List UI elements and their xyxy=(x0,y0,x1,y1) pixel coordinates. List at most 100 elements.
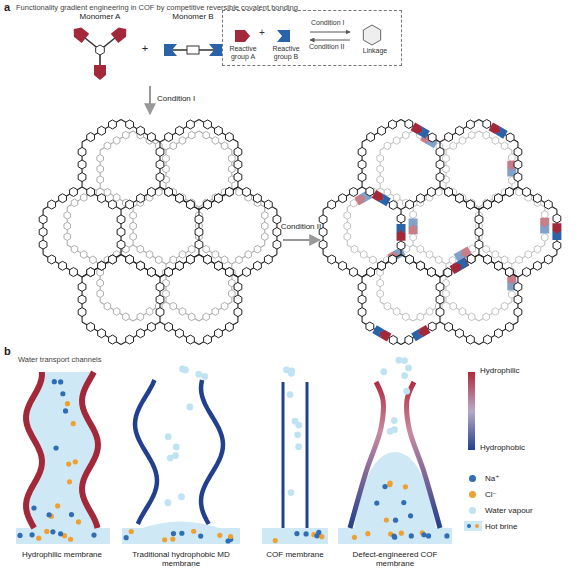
dashed-key-box: Reactive group A+Reactive group BConditi… xyxy=(222,10,402,66)
condition-label: Condition II xyxy=(309,43,344,51)
cof-ring xyxy=(445,322,453,331)
cof-ring xyxy=(444,268,452,277)
cof-ring xyxy=(234,173,242,182)
cof-ring xyxy=(163,155,170,163)
cof-ring xyxy=(350,268,358,277)
cof-ring xyxy=(137,245,144,253)
hydrophilicity-bar xyxy=(468,372,475,450)
cof-ring xyxy=(97,165,104,173)
water-vapour xyxy=(179,365,186,372)
sodium-ion xyxy=(63,408,68,413)
chloride-ion xyxy=(68,537,73,542)
cof-ring xyxy=(553,241,561,250)
cof-ring xyxy=(436,295,444,304)
cof-ring xyxy=(225,322,233,331)
defect-group-b xyxy=(397,224,406,234)
cof-ring xyxy=(351,245,358,253)
cof-linker xyxy=(160,255,199,278)
legend-text: Na⁺ xyxy=(485,474,499,483)
channels xyxy=(16,357,475,544)
cof-ring xyxy=(176,194,184,203)
cof-ring xyxy=(229,155,236,163)
cof-ring xyxy=(215,194,223,203)
equilibrium-arrow xyxy=(310,32,350,33)
cof-ring xyxy=(48,255,56,264)
defect-group-b xyxy=(456,258,469,271)
cof-linker xyxy=(387,201,401,209)
cof-ring xyxy=(70,187,78,196)
cof-ring xyxy=(389,255,397,264)
cof-ring xyxy=(483,313,490,321)
cof-ring xyxy=(405,336,413,345)
cof-ring xyxy=(187,255,195,264)
cof-ring xyxy=(98,329,106,338)
cof-ring xyxy=(484,200,492,209)
reactive-group-a xyxy=(235,30,250,42)
cof-ring xyxy=(170,256,177,264)
cof-ring xyxy=(98,194,106,203)
cof-linker xyxy=(67,245,100,264)
sodium-ion xyxy=(179,531,184,536)
cof-ring xyxy=(187,200,195,209)
water-vapour xyxy=(288,368,295,375)
sodium-ion xyxy=(225,538,230,543)
cof-ring xyxy=(514,282,522,291)
cof-linker xyxy=(426,134,440,142)
cof-ring xyxy=(525,251,532,259)
cof-ring xyxy=(417,194,425,203)
cof-ring xyxy=(410,211,417,219)
hot-brine xyxy=(338,528,452,544)
chloride-ion xyxy=(55,503,60,508)
cof-ring xyxy=(328,200,336,209)
cof-ring xyxy=(475,215,483,224)
cof-ring xyxy=(156,160,164,169)
cof-ring xyxy=(514,308,522,317)
cof-ring xyxy=(468,313,475,321)
cof-ring xyxy=(436,308,444,317)
equilibrium-arrow xyxy=(310,40,350,41)
cof-ring xyxy=(358,282,366,291)
cof-ring xyxy=(534,245,541,253)
cof-linker xyxy=(479,302,512,321)
cof-ring xyxy=(339,194,347,203)
cof-ring xyxy=(234,282,242,291)
cof-ring xyxy=(436,160,444,169)
cof-ring xyxy=(245,251,252,259)
monomer-core xyxy=(187,46,199,54)
defect-group-b xyxy=(417,126,430,139)
water-vapour xyxy=(288,489,295,496)
water-vapour xyxy=(173,444,180,451)
defect-group-b xyxy=(372,325,385,338)
chloride-ion xyxy=(66,462,71,467)
sodium-ion xyxy=(374,500,379,505)
cof-ring xyxy=(495,261,503,270)
cof-ring xyxy=(113,194,120,202)
cof-ring xyxy=(78,147,86,156)
cof-ring xyxy=(456,194,464,203)
cof-linker xyxy=(100,302,133,321)
cof-linker xyxy=(504,134,518,142)
cof-ring xyxy=(505,187,513,196)
sodium-ion xyxy=(303,531,308,536)
cof-ring xyxy=(225,133,233,142)
cof-ring xyxy=(367,268,375,277)
cof-ring xyxy=(80,251,87,259)
cof-ring xyxy=(203,131,210,139)
membrane-label: COF membrane xyxy=(264,550,326,559)
cof-linker xyxy=(133,302,166,321)
cof-ring xyxy=(195,228,203,237)
cof-ring xyxy=(148,268,156,277)
sodium-ion xyxy=(198,533,203,538)
cof-linker xyxy=(199,322,238,345)
cof-ring xyxy=(445,187,453,196)
panel-letter: a xyxy=(4,1,10,14)
gradient-wall xyxy=(406,382,440,528)
sodium-ion xyxy=(171,531,176,536)
cof-linker xyxy=(446,302,479,321)
cof-linker xyxy=(166,245,199,264)
sodium-ion xyxy=(60,391,65,396)
cof-ring xyxy=(393,137,400,145)
cof-ring xyxy=(264,255,272,264)
cof-ring xyxy=(176,261,184,270)
